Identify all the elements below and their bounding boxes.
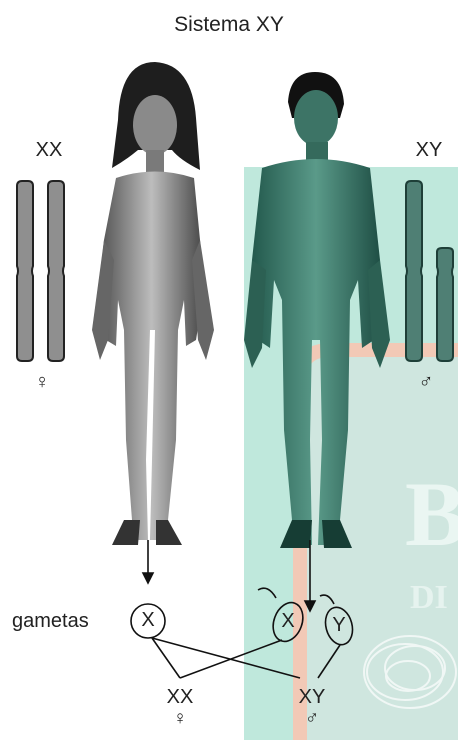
gamete-male-x-label: X	[276, 611, 300, 631]
gametes-label: gametas	[12, 611, 89, 631]
offspring-female-karyotype: XX	[160, 687, 200, 707]
offspring-male-symbol: ♂	[300, 709, 324, 728]
gamete-female-x-label: X	[136, 610, 160, 630]
female-figure	[92, 62, 214, 545]
female-karyotype-label: XX	[24, 140, 74, 160]
offspring-female-symbol: ♀	[168, 709, 192, 728]
female-symbol: ♀	[30, 372, 54, 392]
svg-text:DI: DI	[410, 579, 448, 616]
svg-text:B: B	[405, 463, 458, 565]
female-chromosomes	[17, 181, 64, 361]
male-karyotype-label: XY	[404, 140, 454, 160]
diagram-title: Sistema XY	[0, 14, 458, 35]
offspring-male-karyotype: XY	[292, 687, 332, 707]
male-symbol: ♂	[414, 372, 438, 392]
gamete-male-y-label: Y	[327, 615, 351, 635]
